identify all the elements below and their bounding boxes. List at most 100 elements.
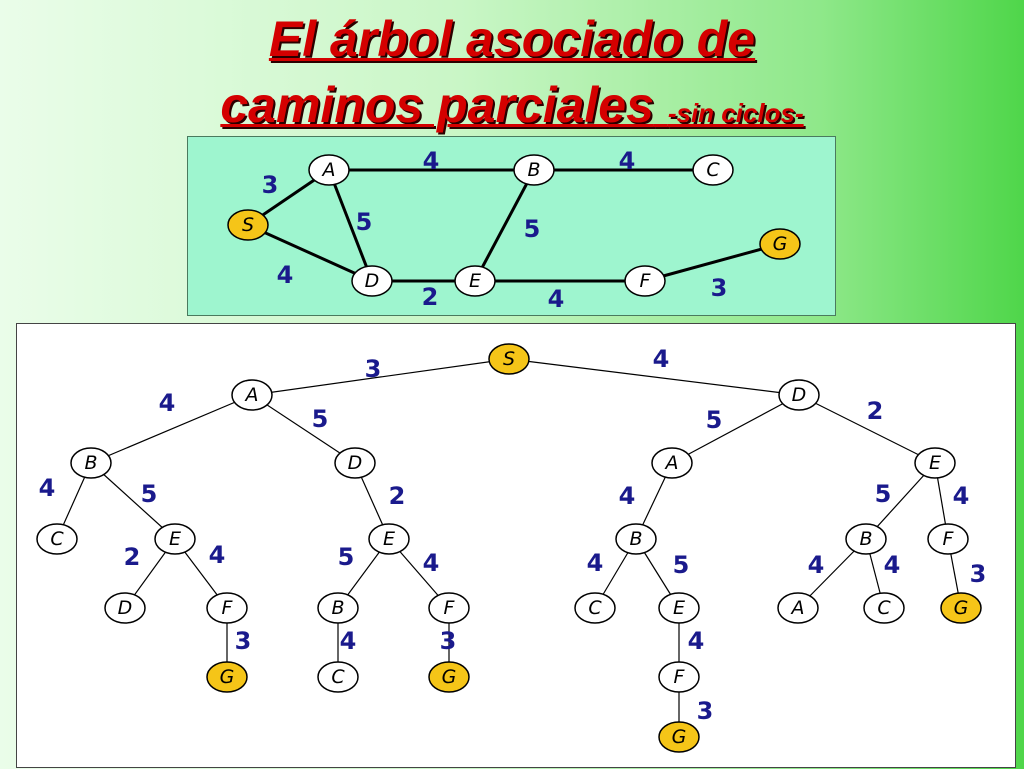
tree-node-shape — [206, 661, 248, 693]
tree-edge-t3-t8 — [90, 462, 176, 540]
tree-edge-t0-t1 — [251, 358, 510, 396]
tree-node-shape — [658, 661, 700, 693]
page-title: El árbol asociado de — [268, 11, 756, 67]
graph-node-c: C — [692, 154, 734, 186]
tree-edge-weight: 4 — [39, 474, 56, 502]
tree-edge-weight: 5 — [312, 405, 329, 433]
tree-edge-weight: 5 — [338, 543, 355, 571]
tree-node-shape — [927, 523, 969, 555]
tree-node-label: C — [877, 597, 891, 619]
tree-node-label: F — [674, 666, 686, 688]
tree-edge-weight: 3 — [970, 560, 987, 588]
tree-node-shape — [231, 379, 273, 411]
tree-node-label: B — [629, 528, 642, 550]
tree-edge-weight: 4 — [423, 549, 440, 577]
graph-node-shape — [759, 228, 801, 260]
tree-edge-weight: 5 — [706, 406, 723, 434]
tree-node-shape — [658, 592, 700, 624]
tree-node-shape — [488, 343, 530, 375]
graph-edge-A-D — [327, 169, 374, 282]
tree-node-label: E — [383, 528, 395, 550]
tree-node-label: G — [954, 597, 969, 619]
page-title-line2: caminos parciales -sin ciclos- — [0, 76, 1024, 134]
graph-node-d: D — [351, 265, 393, 297]
graph-node-e: E — [454, 265, 496, 297]
tree-edge-weight: 2 — [867, 397, 884, 425]
graph-node-label: C — [706, 159, 720, 181]
tree-node-b: B — [615, 523, 657, 555]
tree-edge-weight: 2 — [389, 482, 406, 510]
tree-node-label: B — [84, 452, 97, 474]
tree-edge-t1-t3 — [90, 394, 253, 464]
tree-edge-weight: 4 — [340, 627, 357, 655]
graph-node-label: S — [242, 214, 254, 236]
tree-node-label: F — [943, 528, 955, 550]
tree-node-shape — [651, 447, 693, 479]
tree-node-label: G — [672, 726, 687, 748]
tree-node-label: D — [792, 384, 807, 406]
graph-node-shape — [454, 265, 496, 297]
tree-node-c: C — [863, 592, 905, 624]
tree-node-shape — [206, 592, 248, 624]
tree-node-label: A — [244, 384, 259, 406]
tree-node-label: D — [118, 597, 133, 619]
tree-node-label: C — [50, 528, 64, 550]
graph-node-shape — [308, 154, 350, 186]
tree-node-shape — [154, 523, 196, 555]
graph-node-label: A — [321, 159, 336, 181]
tree-edge-weight: 4 — [808, 551, 825, 579]
tree-node-f: F — [428, 592, 470, 624]
tree-edge-weight: 4 — [159, 389, 176, 417]
tree-node-shape — [368, 523, 410, 555]
tree-edge-weight: 4 — [587, 549, 604, 577]
tree-edge-weight: 5 — [141, 480, 158, 508]
tree-node-shape — [317, 661, 359, 693]
tree-node-shape — [574, 592, 616, 624]
tree-node-label: F — [444, 597, 456, 619]
tree-node-e: E — [154, 523, 196, 555]
tree-node-shape — [658, 721, 700, 753]
tree-node-a: A — [231, 379, 273, 411]
graph-edge-F-G — [644, 242, 781, 283]
graph-node-label: F — [640, 270, 652, 292]
graph-edge-weight: 2 — [422, 283, 439, 311]
tree-edge-weight: 3 — [440, 627, 457, 655]
graph-node-f: F — [624, 265, 666, 297]
graph-node-shape — [513, 154, 555, 186]
tree-node-e: E — [368, 523, 410, 555]
tree-node-g: G — [428, 661, 470, 693]
graph-edge-B-E — [473, 169, 536, 282]
tree-edge-t1-t4 — [251, 394, 356, 464]
tree-node-label: F — [222, 597, 234, 619]
graph-edge-weight: 4 — [619, 147, 636, 175]
tree-node-shape — [615, 523, 657, 555]
tree-node-g: G — [658, 721, 700, 753]
tree-node-s: S — [488, 343, 530, 375]
tree-node-b: B — [70, 447, 112, 479]
graph-edge-weight: 4 — [548, 285, 565, 313]
graph-edge-weight: 5 — [356, 208, 373, 236]
tree-edge-weight: 2 — [124, 543, 141, 571]
tree-node-g: G — [940, 592, 982, 624]
tree-node-a: A — [651, 447, 693, 479]
graph-edge-weight: 5 — [524, 215, 541, 243]
tree-node-label: G — [220, 666, 235, 688]
tree-node-shape — [914, 447, 956, 479]
tree-node-shape — [863, 592, 905, 624]
graph-node-a: A — [308, 154, 350, 186]
graph-node-label: B — [527, 159, 540, 181]
tree-node-d: D — [778, 379, 820, 411]
tree-node-e: E — [914, 447, 956, 479]
graph-node-shape — [351, 265, 393, 297]
tree-edge-weight: 4 — [619, 482, 636, 510]
title-main-text: caminos parciales — [220, 77, 654, 133]
tree-node-shape — [317, 592, 359, 624]
tree-node-label: C — [331, 666, 345, 688]
tree-edge-t2-t6 — [798, 394, 936, 464]
tree-node-label: A — [790, 597, 805, 619]
graph-edge-weight: 3 — [711, 274, 728, 302]
tree-edge-weight: 4 — [653, 345, 670, 373]
tree-node-g: G — [206, 661, 248, 693]
graph-edge-S-D — [247, 223, 373, 283]
